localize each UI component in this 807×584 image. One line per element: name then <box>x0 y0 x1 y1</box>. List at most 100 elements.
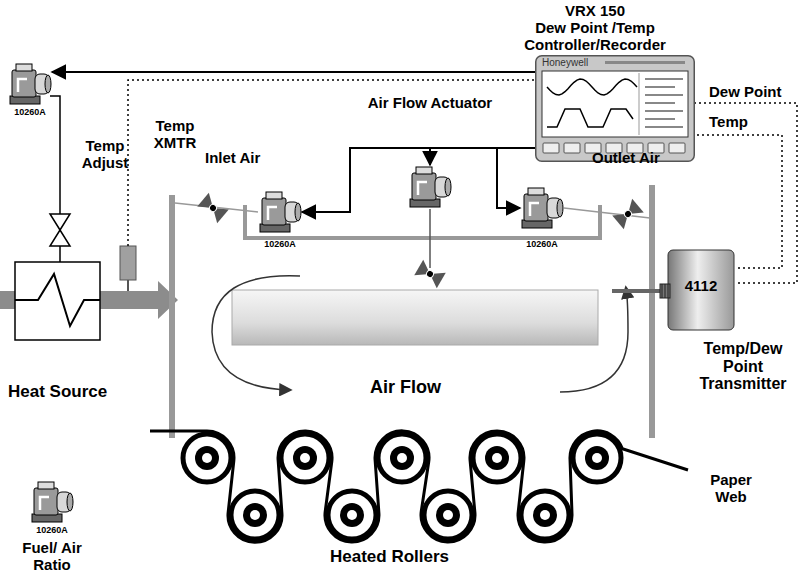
actuator-lever <box>40 497 49 510</box>
signal-wire <box>128 80 535 246</box>
controller-recorder: VRX 150Dew Point /Temp Controller/Record… <box>535 55 695 162</box>
part-label: Temp XMTR <box>145 118 205 151</box>
roller-axle <box>443 510 453 520</box>
heated-rollers <box>150 431 688 542</box>
screen-readout <box>645 94 683 96</box>
actuator: Air Flow Actuator <box>408 165 452 209</box>
model-number: 4112 <box>668 278 734 295</box>
hood-wall <box>169 195 175 438</box>
actuator-motor-end <box>557 199 563 217</box>
roller-axle <box>250 510 260 520</box>
model-number: 10260A <box>26 526 78 536</box>
screen-readout <box>645 118 675 120</box>
actuator: 10260A <box>258 190 302 234</box>
part-label: Outlet Air <box>592 150 660 167</box>
actuator-cap <box>416 167 432 174</box>
actuator-icon <box>520 186 564 230</box>
actuator-icon <box>8 62 52 106</box>
roller-rim <box>183 434 231 482</box>
damper-rod <box>429 209 431 268</box>
trend-wave <box>547 109 633 127</box>
roller-hub <box>390 446 414 470</box>
controller-screen <box>542 71 688 137</box>
screen-readout <box>645 110 683 112</box>
roller-axle <box>492 453 502 463</box>
roller-axle <box>202 453 212 463</box>
roller-axle <box>347 510 357 520</box>
brand-name: Honeywell <box>542 57 622 68</box>
actuator-lever <box>18 79 27 92</box>
part-label: Heat Source <box>8 383 107 402</box>
actuator-body <box>262 198 286 225</box>
transmitter-connector <box>660 284 670 298</box>
valve-symbol <box>50 230 70 246</box>
damper-blade <box>612 207 634 229</box>
roller-rim <box>281 434 329 482</box>
signal-label: Dew Point <box>708 84 783 101</box>
controller-trim <box>605 61 685 64</box>
roller-hub <box>533 503 557 527</box>
dryer-bar <box>232 290 598 345</box>
part-label: Heated Rollers <box>330 548 449 567</box>
part-label: Air Flow <box>370 378 441 398</box>
roller-axle <box>397 453 407 463</box>
actuator-motor-end <box>67 493 73 511</box>
damper-pivot <box>208 203 218 213</box>
control-line <box>302 148 535 212</box>
device-title: Temp/Dew Point Transmitter <box>693 340 793 393</box>
actuator-cap <box>38 482 54 489</box>
airflow-arrow <box>212 276 300 390</box>
controller-button <box>543 143 559 153</box>
model-number: 10260A <box>516 240 568 250</box>
actuator-motor-end <box>45 75 51 93</box>
actuator-icon <box>258 190 302 234</box>
signal-label: Temp <box>708 114 749 131</box>
roller-hub <box>485 446 509 470</box>
roller-rim <box>328 491 376 539</box>
actuator: 10260A <box>520 186 564 230</box>
screen-readout <box>645 86 675 88</box>
roller-axle <box>300 453 310 463</box>
actuator-title: Fuel/ Air Ratio <box>12 540 92 573</box>
roller-hub <box>195 446 219 470</box>
roller-hub <box>585 446 609 470</box>
actuator-icon <box>408 165 452 209</box>
dew-point-transmitter: 4112Temp/Dew Point Transmitter <box>658 248 738 332</box>
screen-divider <box>639 73 640 135</box>
valve-symbol <box>50 214 70 230</box>
actuator-title: Air Flow Actuator <box>338 95 522 112</box>
outlet-damper <box>612 199 643 230</box>
damper-pivot <box>425 269 435 279</box>
hood-wall <box>649 185 655 438</box>
actuator-cap <box>16 64 32 71</box>
actuator-icon <box>30 480 74 524</box>
actuator-body <box>524 194 548 221</box>
actuator-cap <box>266 192 282 199</box>
actuator: 10260A <box>8 62 52 106</box>
signal-line <box>695 135 782 268</box>
controller-housing <box>536 56 695 162</box>
screen-readout <box>645 78 683 80</box>
damper-blade <box>426 266 446 288</box>
damper-blade <box>414 260 434 282</box>
actuator-body <box>12 70 36 97</box>
paper-web <box>150 431 688 542</box>
roller-hub <box>243 503 267 527</box>
controller-recorder-icon <box>535 55 695 162</box>
roller-rim <box>473 434 521 482</box>
heat-source-box <box>15 262 100 340</box>
sensor-probe <box>127 280 129 291</box>
device-title: VRX 150 <box>505 3 685 20</box>
actuator-lever <box>268 207 277 220</box>
transmitter-probe <box>612 289 660 293</box>
inlet-damper <box>197 193 228 224</box>
part-label: Paper Web <box>700 472 762 505</box>
device-title: Dew Point /Temp Controller/Recorder <box>505 20 685 53</box>
controller-button <box>564 143 580 153</box>
actuator-lever <box>418 182 427 195</box>
connector-rib <box>665 284 666 298</box>
roller-hub <box>436 503 460 527</box>
actuator-body <box>34 488 58 515</box>
transmitter-body <box>668 250 734 330</box>
